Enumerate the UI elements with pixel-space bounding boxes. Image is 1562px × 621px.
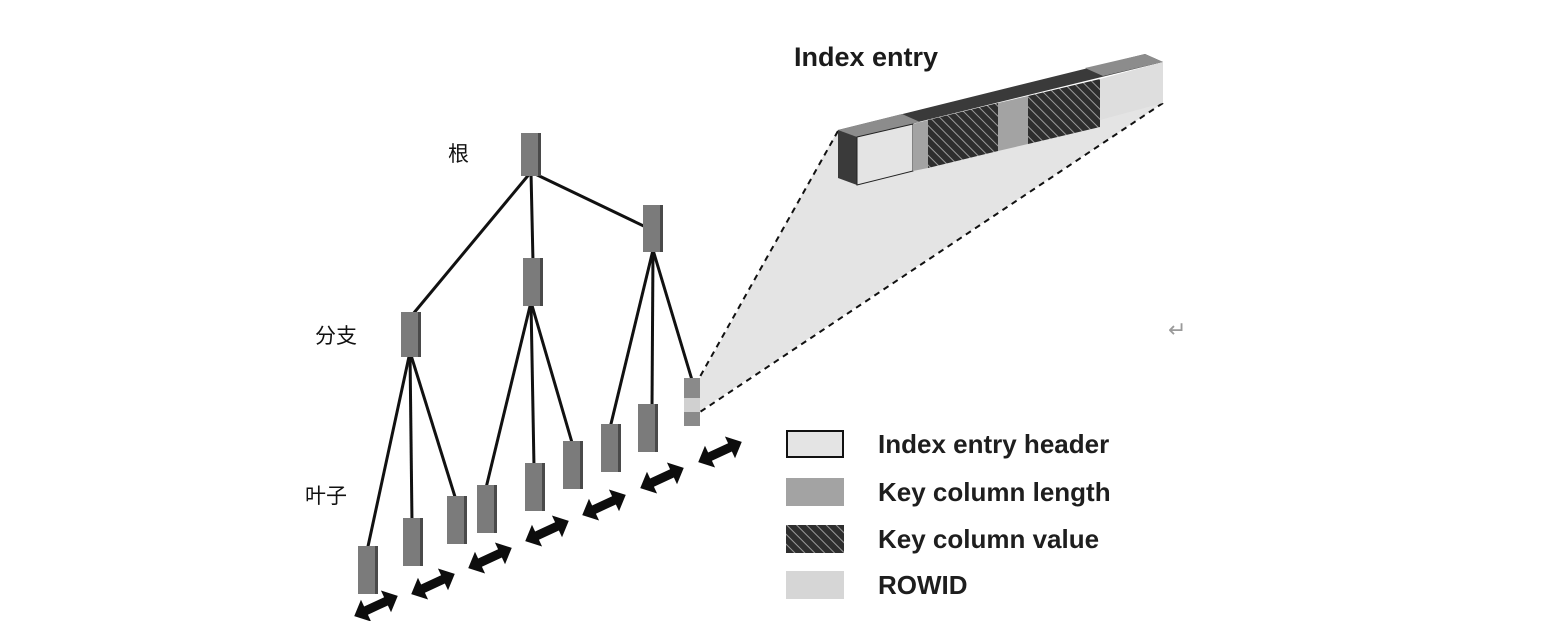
zoom-line-top [687, 130, 839, 399]
double-arrow-icon [698, 436, 742, 468]
segment-rowid [1100, 62, 1163, 120]
leaf-node [525, 463, 545, 511]
branch-node-2 [523, 258, 543, 306]
leaf-link-arrows [354, 436, 742, 621]
legend-label: ROWID [878, 570, 968, 600]
legend-label: Key column length [878, 477, 1111, 507]
legend-label: Key column value [878, 524, 1100, 554]
double-arrow-icon [468, 542, 512, 574]
legend-swatch-header [786, 430, 844, 458]
leaf-node [358, 546, 378, 594]
double-arrow-icon [354, 590, 398, 621]
segment-length [913, 120, 928, 171]
segment-value [928, 103, 998, 168]
leaf-node [563, 441, 583, 489]
leaf-node [601, 424, 621, 472]
index-entry-bar-side [838, 130, 857, 185]
index-entry-bar [838, 54, 1163, 186]
zoom-funnel [688, 103, 1163, 412]
branch-node-1 [401, 312, 421, 357]
legend-label: Index entry header [878, 429, 1110, 459]
root-node [521, 133, 541, 176]
return-mark-icon: ↵ [1168, 318, 1187, 343]
leaf-node-zoomed [684, 378, 700, 426]
double-arrow-icon [582, 489, 626, 521]
segment-value [1028, 79, 1100, 144]
legend-swatch-length [786, 478, 844, 506]
leaf-node [638, 404, 658, 452]
index-entry-bar-top [838, 54, 1163, 137]
level-label-leaf: 叶子 [305, 484, 347, 508]
level-label-root: 根 [448, 142, 469, 166]
index-entry-title: Index entry [794, 42, 939, 72]
double-arrow-icon [411, 568, 455, 600]
branch-node-3 [643, 205, 663, 252]
double-arrow-icon [525, 515, 569, 547]
leaf-node [447, 496, 467, 544]
double-arrow-icon [640, 462, 684, 494]
legend-swatch-rowid [786, 571, 844, 599]
tree-edges [365, 170, 694, 552]
zoom-line-bottom [699, 102, 1164, 413]
level-label-branch: 分支 [315, 324, 357, 348]
legend-swatch-value [786, 525, 844, 553]
tree-nodes [358, 133, 700, 594]
leaf-node [403, 518, 423, 566]
leaf-node [477, 485, 497, 533]
segment-length [998, 96, 1028, 151]
